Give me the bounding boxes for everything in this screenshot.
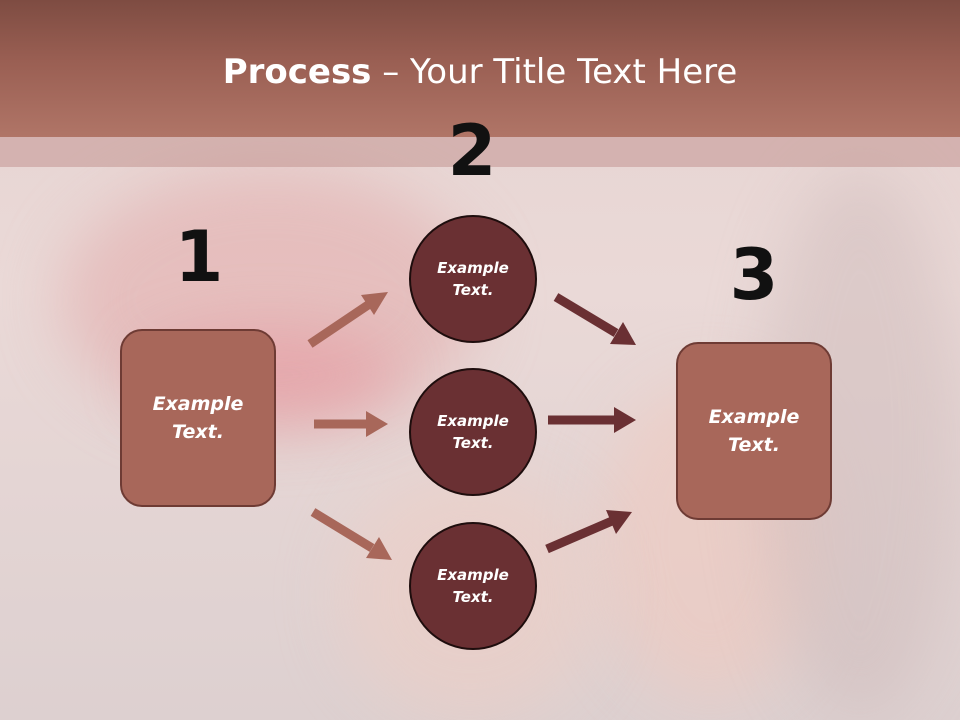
- step-1-box[interactable]: Example Text.: [120, 329, 276, 507]
- arrow-head: [614, 407, 636, 433]
- title-rest: – Your Title Text Here: [371, 52, 738, 92]
- arrow-from-circle-1: [553, 293, 619, 337]
- step-3-text-line1: Example: [708, 405, 800, 428]
- arrow-from-circle-3: [545, 516, 614, 554]
- title-bar: [0, 0, 960, 137]
- step-number-1: 1: [174, 216, 224, 298]
- step-2-circle-middle[interactable]: Example Text.: [409, 368, 537, 496]
- step-number-2: 2: [447, 110, 497, 192]
- step-number-3: 3: [729, 234, 779, 316]
- circle-text-line2: Text.: [452, 434, 494, 452]
- arrow-head: [366, 411, 388, 437]
- circle-text-line1: Example: [437, 258, 509, 277]
- arrow-to-circle-1: [307, 301, 371, 348]
- arrow-to-circle-3: [310, 508, 375, 552]
- circle-text-line2: Text.: [452, 281, 494, 299]
- step-2-circle-bottom[interactable]: Example Text.: [409, 522, 537, 650]
- title-band: [0, 137, 960, 167]
- step-2-circle-top[interactable]: Example Text.: [409, 215, 537, 343]
- step-1-text-line2: Text.: [172, 421, 224, 443]
- arrow-head: [366, 537, 392, 560]
- step-3-text-line2: Text.: [728, 434, 780, 456]
- circle-text-line2: Text.: [452, 588, 494, 606]
- step-1-text-line1: Example: [152, 392, 244, 415]
- step-3-box[interactable]: Example Text.: [676, 342, 832, 520]
- arrow-head: [610, 322, 636, 345]
- circle-text-line1: Example: [437, 565, 509, 584]
- title-bold: Process: [222, 52, 372, 92]
- arrow-head: [606, 510, 632, 534]
- arrow-head: [361, 292, 388, 315]
- circle-text-line1: Example: [437, 411, 509, 430]
- slide-title: Process – Your Title Text Here: [0, 52, 960, 92]
